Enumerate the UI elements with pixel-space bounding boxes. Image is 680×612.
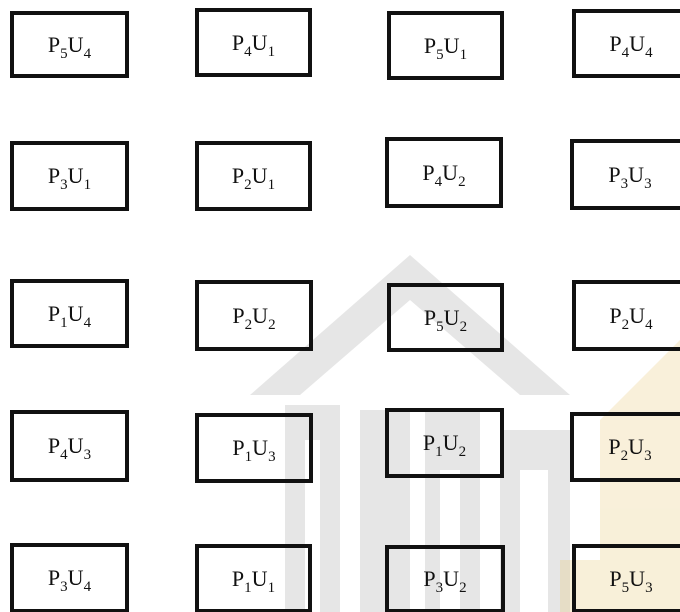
plot-box: P4U4 <box>572 9 680 78</box>
plot-label: P2U2 <box>232 302 276 333</box>
plot-label: P4U3 <box>47 433 92 463</box>
plot-box: P5U2 <box>387 283 504 352</box>
plot-box: P1U3 <box>195 413 313 483</box>
plot-box: P4U3 <box>10 410 129 482</box>
plot-label: P5U4 <box>47 31 92 62</box>
plot-box: P5U3 <box>572 544 680 612</box>
plot-label: P3U3 <box>608 161 652 192</box>
plot-box: P5U1 <box>387 11 504 80</box>
plot-box: P2U3 <box>570 412 680 482</box>
plot-label: P3U2 <box>423 566 467 596</box>
plot-label: P5U1 <box>423 32 468 63</box>
plot-box: P1U4 <box>10 279 129 348</box>
plot-label: P1U1 <box>231 565 276 596</box>
plot-label: P2U3 <box>608 434 652 464</box>
plot-label: P1U4 <box>47 300 92 331</box>
plot-box: P5U4 <box>10 11 129 78</box>
plot-box: P3U4 <box>10 543 129 612</box>
plot-label: P5U2 <box>423 304 468 335</box>
plot-label: P1U3 <box>232 435 276 465</box>
plot-label: P4U1 <box>231 29 276 60</box>
plot-label: P2U4 <box>609 302 653 333</box>
plot-label: P3U4 <box>47 565 92 595</box>
plot-label: P1U2 <box>422 430 467 460</box>
plot-label: P4U2 <box>422 159 466 190</box>
plot-label: P4U4 <box>609 30 653 61</box>
plot-box: P3U2 <box>385 545 505 612</box>
plot-box: P1U1 <box>195 544 312 612</box>
plot-box: P1U2 <box>385 408 504 478</box>
plot-label: P2U1 <box>231 163 276 193</box>
plot-box: P4U1 <box>195 8 312 77</box>
plot-label: P5U3 <box>609 565 653 596</box>
plot-box: P2U4 <box>572 280 680 351</box>
plot-box: P2U1 <box>195 141 312 211</box>
plot-box: P3U1 <box>10 141 129 211</box>
plot-label: P3U1 <box>47 163 92 193</box>
plot-box: P4U2 <box>385 137 503 208</box>
plot-box: P3U3 <box>570 139 680 210</box>
plot-box: P2U2 <box>195 280 313 351</box>
